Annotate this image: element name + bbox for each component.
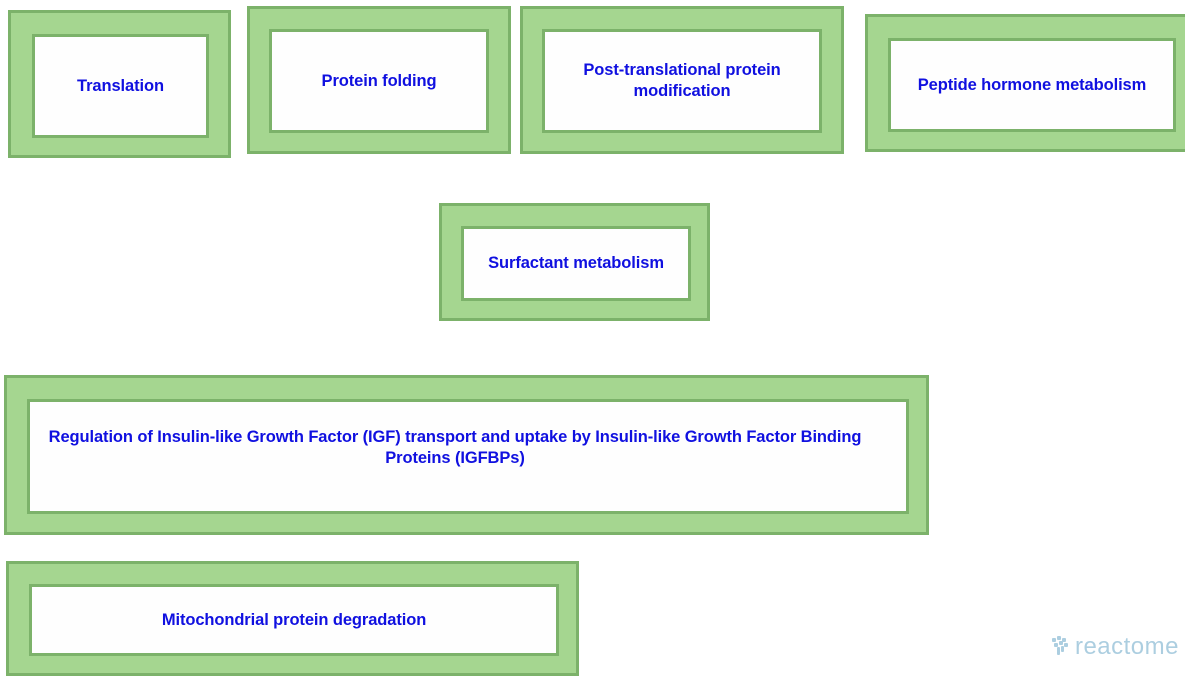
pathway-node-inner: Peptide hormone metabolism (888, 38, 1176, 132)
reactome-logo: reactome (1051, 632, 1179, 661)
pathway-node-mitochondrial-protein-degradation[interactable]: Mitochondrial protein degradation (6, 561, 579, 676)
pathway-label: Protein folding (321, 71, 437, 90)
reactome-logo-text: reactome (1074, 632, 1179, 660)
reactome-logo-icon (1051, 632, 1073, 661)
pathway-node-inner: Translation (32, 34, 209, 138)
pathway-node-inner: Protein folding (269, 29, 489, 133)
pathway-label: Surfactant metabolism (488, 254, 664, 272)
pathway-node-igf-regulation[interactable]: Regulation of Insulin-like Growth Factor… (4, 375, 929, 535)
pathway-label: Peptide hormone metabolism (917, 75, 1147, 94)
pathway-node-inner: Post-translational protein modification (542, 29, 822, 133)
pathway-node-translation[interactable]: Translation (8, 10, 231, 158)
pathway-node-inner: Mitochondrial protein degradation (29, 584, 559, 656)
pathway-label: Post-translational protein modification (583, 61, 781, 100)
pathway-node-peptide-hormone-metabolism[interactable]: Peptide hormone metabolism (865, 14, 1185, 152)
pathway-label: Mitochondrial protein degradation (161, 610, 427, 629)
pathway-node-inner: Regulation of Insulin-like Growth Factor… (27, 399, 909, 514)
pathway-label: Regulation of Insulin-like Growth Factor… (48, 427, 862, 467)
pathway-node-inner: Surfactant metabolism (461, 226, 691, 301)
pathway-node-surfactant-metabolism[interactable]: Surfactant metabolism (439, 203, 710, 321)
pathway-node-protein-folding[interactable]: Protein folding (247, 6, 511, 154)
pathway-node-post-translational-modification[interactable]: Post-translational protein modification (520, 6, 844, 154)
pathway-label: Translation (77, 76, 164, 95)
